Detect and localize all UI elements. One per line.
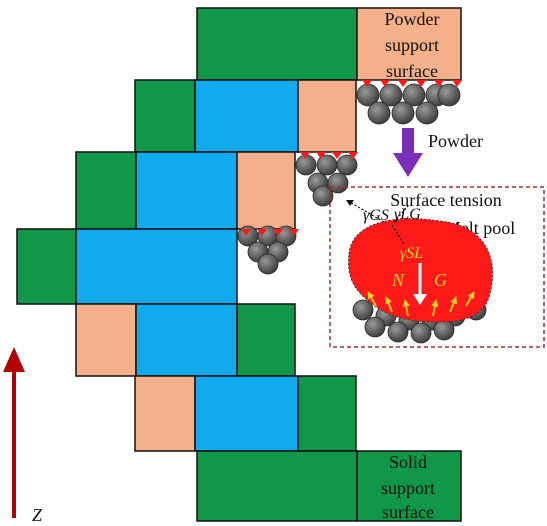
layer-block-4 xyxy=(297,79,357,153)
powder-particle-27 xyxy=(387,321,409,343)
contact-point-10 xyxy=(241,229,251,236)
powder-particle-12 xyxy=(327,172,349,194)
z-axis-shaft xyxy=(12,368,16,518)
layer-block-1 xyxy=(356,7,462,81)
contact-point-3 xyxy=(416,80,426,87)
layer-block-2 xyxy=(134,79,196,153)
contact-point-7 xyxy=(316,152,326,159)
contact-force-arrow-0 xyxy=(367,291,377,307)
contact-point-6 xyxy=(300,152,310,159)
powder-particle-7 xyxy=(415,101,439,125)
powder-particle-28 xyxy=(410,322,432,344)
powder-particle-6 xyxy=(391,101,415,125)
contact-point-13 xyxy=(289,229,299,236)
layer-block-14 xyxy=(194,375,299,452)
surface-tension-label: Surface tension xyxy=(390,190,501,210)
contact-force-arrow-5 xyxy=(465,291,475,307)
contact-points xyxy=(241,80,462,236)
normal-force-arrowhead xyxy=(413,294,427,305)
powder-particle-20 xyxy=(352,299,374,321)
powder-support-label-line1: Powder xyxy=(385,9,440,29)
gamma-gs-arrow xyxy=(347,200,385,223)
contact-point-5 xyxy=(452,80,462,87)
build-layers xyxy=(16,7,462,522)
gamma-gs-label: γGS xyxy=(363,207,389,224)
layer-block-12 xyxy=(236,303,296,377)
layer-block-5 xyxy=(75,151,137,230)
contact-point-2 xyxy=(398,80,408,87)
gamma-gs-arrowhead xyxy=(346,200,354,206)
powder-particle-13 xyxy=(312,185,334,207)
layer-block-9 xyxy=(75,228,238,305)
powder-particle-10 xyxy=(336,154,358,176)
layer-block-10 xyxy=(75,303,137,377)
layer-block-11 xyxy=(135,303,238,377)
layer-block-3 xyxy=(194,79,299,153)
powder-particle-2 xyxy=(402,83,426,107)
powder-particle-1 xyxy=(379,83,403,107)
force-n-label: N xyxy=(391,270,405,290)
powder-support-label-line3: surface xyxy=(386,61,438,81)
powder-arrow-head xyxy=(393,153,423,177)
layer-block-6 xyxy=(135,151,238,230)
contact-point-1 xyxy=(380,80,390,87)
contact-point-8 xyxy=(332,152,342,159)
layer-block-13 xyxy=(134,375,196,452)
contact-point-9 xyxy=(348,152,358,159)
layer-block-15 xyxy=(297,375,357,452)
powder-particle-26 xyxy=(364,316,386,338)
solid-support-label-line3: surface xyxy=(382,502,434,522)
contact-force-arrows xyxy=(367,291,475,317)
force-g-label: G xyxy=(434,270,447,290)
powder-label: Powder xyxy=(428,131,483,151)
solid-support-label-line2: support xyxy=(381,478,435,498)
powder-particle-5 xyxy=(367,101,391,125)
solid-support-label-line1: Solid xyxy=(389,452,427,472)
contact-point-11 xyxy=(257,229,267,236)
z-axis-label: Z xyxy=(32,505,43,525)
powder-arrow-shaft xyxy=(402,128,414,154)
contact-point-0 xyxy=(362,80,372,87)
contact-point-4 xyxy=(434,80,444,87)
powder-particle-19 xyxy=(257,253,279,275)
gamma-lg-arrow xyxy=(393,205,409,223)
contact-force-arrow-2 xyxy=(402,299,410,317)
contact-force-arrow-1 xyxy=(385,296,393,313)
powder-particle-4 xyxy=(437,83,461,107)
layer-block-17 xyxy=(356,450,462,522)
gamma-lg-label: γLG xyxy=(394,206,421,223)
layer-block-16 xyxy=(196,450,358,522)
gamma-sl-label: γSL xyxy=(400,245,423,262)
z-axis-arrowhead xyxy=(3,347,25,372)
contact-point-12 xyxy=(273,229,283,236)
layer-block-0 xyxy=(196,7,358,81)
powder-particle-8 xyxy=(295,154,317,176)
layer-block-8 xyxy=(16,228,77,305)
powder-particle-9 xyxy=(316,154,338,176)
powder-particle-29 xyxy=(433,319,455,341)
layer-block-7 xyxy=(236,151,296,230)
melt-pool-inset-border xyxy=(329,186,545,348)
powder-support-label-line2: support xyxy=(385,35,439,55)
contact-force-arrow-3 xyxy=(431,299,439,317)
contact-force-arrow-4 xyxy=(449,296,457,313)
